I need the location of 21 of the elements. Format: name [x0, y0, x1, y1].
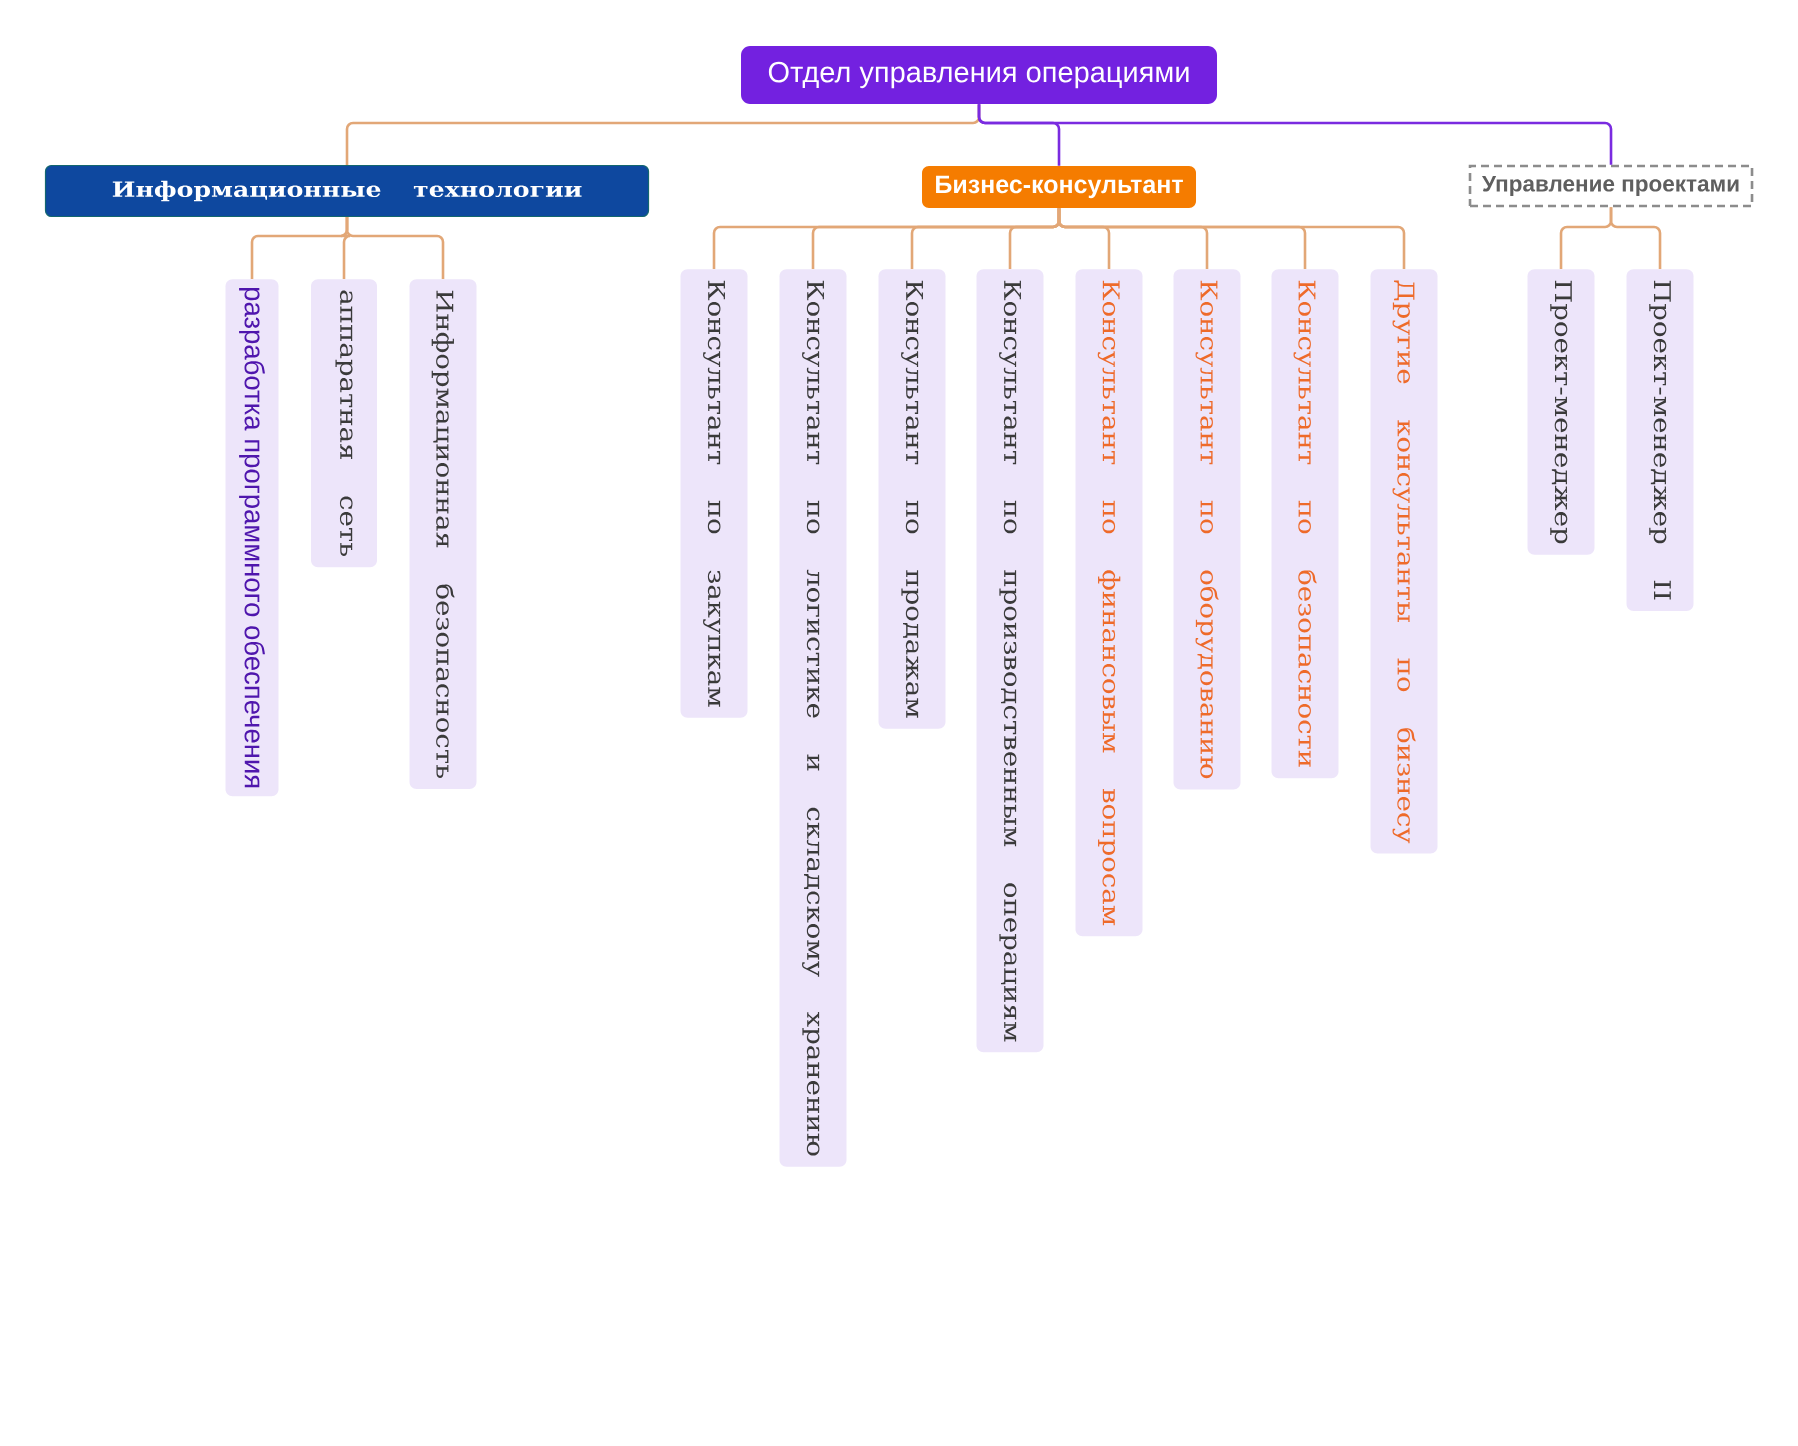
leaf-box: Консультант по финансовым вопросам [1075, 269, 1143, 937]
connector-line [977, 104, 1613, 165]
leaf-box: Консультант по безопасности [1271, 269, 1339, 779]
branch-box: Управление проектами [1468, 164, 1754, 208]
branch-box: Информационные технологии [44, 164, 650, 218]
leaf-box: Консультант по логистике и складскому хранению [779, 269, 847, 1167]
leaf-box: разработка программного обеспечения [225, 279, 279, 797]
branch-box: Бизнес-консультант [922, 166, 1196, 208]
connector-line [345, 217, 445, 279]
connector-line [1057, 208, 1406, 269]
leaf-box: Консультант по производственным операциям [976, 269, 1044, 1053]
leaf-box: Консультант по оборудованию [1173, 269, 1241, 790]
leaf-box: Консультант по закупкам [680, 269, 748, 718]
leaf-box: Проект-менеджер [1527, 269, 1595, 555]
leaf-box: Другие консультанты по бизнесу [1370, 269, 1438, 854]
leaf-box: Проект-менеджер II [1626, 269, 1694, 611]
leaf-box: Информационная безопасность [409, 279, 477, 790]
leaf-box: Консультант по продажам [878, 269, 946, 729]
root-box: Отдел управления операциями [741, 46, 1217, 104]
connector-line [1609, 207, 1662, 269]
leaf-box: аппаратная сеть [311, 279, 377, 568]
